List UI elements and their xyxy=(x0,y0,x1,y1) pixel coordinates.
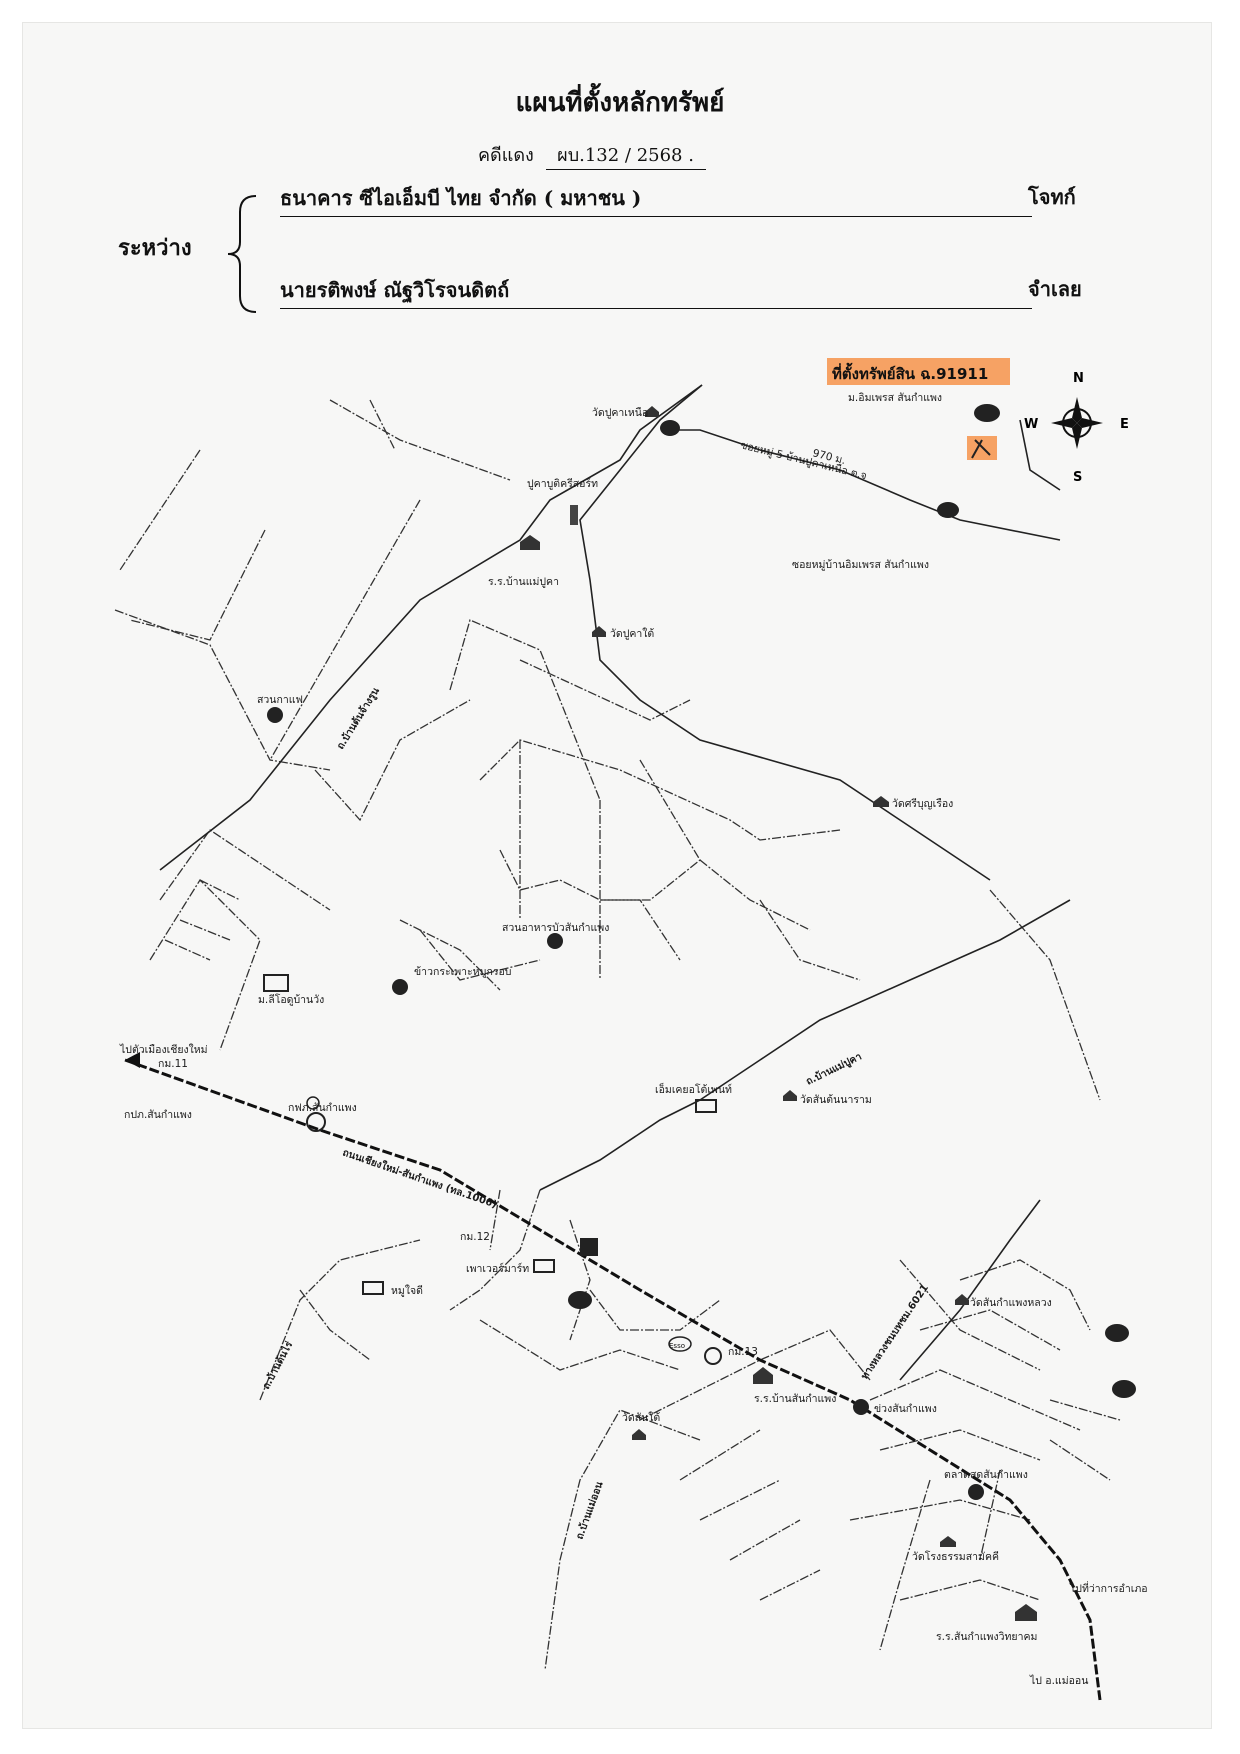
shop-icon xyxy=(695,1099,717,1113)
label-police: กปภ.สันกำแพง xyxy=(124,1109,192,1121)
shop-icon xyxy=(533,1259,555,1273)
marker-ellipse xyxy=(660,420,680,436)
restaurant-icon xyxy=(547,933,563,949)
school-icon xyxy=(520,535,540,550)
compass-needle xyxy=(1072,423,1082,449)
temple-icon xyxy=(955,1294,969,1305)
property-sublabel: ม.อิมเพรส สันกำแพง xyxy=(848,392,942,404)
temple-icon xyxy=(645,406,659,417)
case-number: ผบ.132 / 2568 . xyxy=(545,140,706,170)
building-icon xyxy=(570,505,578,525)
label-main-road: ถนนเชียงใหม่-สันกำแพง (ทล.1006) xyxy=(341,1146,499,1211)
esso-logo-icon xyxy=(668,1336,692,1352)
label-to-chiangmai: ไปตัวเมืองเชียงใหม่ xyxy=(119,1043,208,1056)
label-elec: กฟภ.สันกำแพง xyxy=(288,1102,357,1114)
label-wat-pukha-nuea: วัดปูคาเหนือ xyxy=(592,406,648,419)
compass: N S E W xyxy=(1024,371,1129,485)
defendant-name: นายรติพงษ์ ณัฐวิโรจนดิตถ์ xyxy=(280,274,1032,309)
secondary-roads xyxy=(159,384,1071,1381)
restaurant-icon xyxy=(392,979,408,995)
label-wat-san-kamphaeng-luang: วัดสันกำแพงหลวง xyxy=(970,1297,1052,1309)
market-icon xyxy=(968,1484,984,1500)
brace-icon xyxy=(227,195,257,313)
shop-icon xyxy=(362,1281,384,1295)
compass-s: S xyxy=(1073,470,1082,485)
label-four-way: ข่วงสันกำแพง xyxy=(874,1403,937,1415)
label-road-mae-pukha: ถ.บ้านแม่ปูคา xyxy=(804,1050,864,1088)
temple-icon xyxy=(632,1429,646,1440)
document-sheet xyxy=(22,22,1212,1729)
property-pin-icon xyxy=(971,439,991,459)
temple-icon xyxy=(783,1090,797,1101)
label-km11: กม.11 xyxy=(158,1058,188,1070)
label-mk-home: เอ็มเคยอโต้เพนท์ xyxy=(655,1082,732,1096)
label-power-mart: เพาเวอร์มาร์ท xyxy=(466,1262,529,1275)
defendant-role: จำเลย xyxy=(1028,277,1082,301)
label-road-left: ถ.บ้านต้นไร่ xyxy=(259,1338,295,1391)
label-soi-moo5: ซอยหมู่ 5 บ้านปูคาเหนือ ต.จ xyxy=(739,438,868,482)
intersection-icon xyxy=(853,1399,869,1415)
minor-roads xyxy=(114,399,1121,1671)
label-road-mae-on: ถ.บ้านแม่ออน xyxy=(574,1480,606,1541)
compass-e: E xyxy=(1120,417,1129,432)
label-market: ตลาดสดสันกำแพง xyxy=(944,1469,1028,1481)
label-moo-jai: หมูใจดี xyxy=(391,1284,423,1297)
label-hwy6021: ทางหลวงชนบทชม.6021 xyxy=(859,1283,931,1382)
case-label: คดีแดง xyxy=(478,145,534,166)
school-icon xyxy=(753,1367,773,1384)
plaintiff-role: โจทก์ xyxy=(1028,185,1076,209)
label-school-mae-pukha: ร.ร.บ้านแม่ปูคา xyxy=(488,576,559,588)
plaintiff-name: ธนาคาร ซีไอเอ็มบี ไทย จำกัด ( มหาชน ) xyxy=(280,182,1032,217)
compass-n: N xyxy=(1073,371,1084,386)
label-moo-ban: ม.ลีโอดูบ้านวัง xyxy=(258,993,324,1006)
temple-icon xyxy=(940,1536,956,1547)
label-coffee-garden: สวนกาแฟ xyxy=(257,694,303,706)
marker-ellipse xyxy=(937,502,959,518)
label-wat-san-ton: วัดสันต้นนาราม xyxy=(800,1094,872,1106)
label-pukha-resort: ปูคาบูติครีสอร์ท xyxy=(527,477,598,490)
label-to-mae-on: ไป อ.แม่ออน xyxy=(1029,1674,1088,1687)
school-icon xyxy=(1015,1604,1037,1621)
label-road-ban-ton: ถ.บ้านต้นจ้างรูน xyxy=(334,685,382,752)
map-markers xyxy=(263,404,1136,1621)
police-icon xyxy=(306,1096,320,1110)
compass-needle xyxy=(1077,418,1103,428)
label-wat-rong: วัดโรงธรรมสามัคคี xyxy=(912,1550,999,1563)
arrow-left-icon xyxy=(125,1052,140,1068)
compass-needle xyxy=(1072,397,1082,423)
village-icon xyxy=(263,974,289,992)
between-label: ระหว่าง xyxy=(118,235,192,261)
temple-icon xyxy=(873,796,889,807)
label-school-wittayakom: ร.ร.สันกำแพงวิทยาคม xyxy=(936,1631,1037,1643)
gas-station-icon xyxy=(704,1347,722,1365)
label-wat-sri-boonruang: วัดศรีบุญเรือง xyxy=(892,797,953,810)
marker-ellipse xyxy=(974,404,1000,422)
compass-needle xyxy=(1051,418,1077,428)
label-soi-impress: ซอยหมู่บ้านอิมเพรส สันกำแพง xyxy=(792,559,929,571)
property-highlight xyxy=(827,358,1010,385)
case-number-line: คดีแดง ผบ.132 / 2568 . xyxy=(478,140,706,170)
power-icon xyxy=(306,1112,326,1132)
temple-icon xyxy=(592,626,606,637)
main-road xyxy=(124,1058,1102,1701)
property-label: ที่ตั้งทรัพย์สิน ฉ.91911 xyxy=(832,362,988,383)
marker-ellipse xyxy=(1112,1380,1136,1398)
garden-icon xyxy=(267,707,283,723)
label-khao-krachiap: ข้าวกระเพาะหมูกรอบ xyxy=(414,966,511,978)
label-suan-arhan: สวนอาหารบัวสันกำแพง xyxy=(502,922,609,934)
label-wat-pukha-tai: วัดปูคาใต้ xyxy=(610,627,654,640)
label-km12: กม.12 xyxy=(460,1231,490,1243)
page-title: แผนที่ตั้งหลักทรัพย์ xyxy=(515,88,725,118)
label-to-district: ไปที่ว่าการอำเภอ xyxy=(1069,1581,1148,1595)
marker-ellipse xyxy=(568,1291,592,1309)
label-esso: Esso xyxy=(669,1342,685,1350)
building-icon xyxy=(580,1238,598,1256)
label-wat-san-tai: วัดสันใต้ xyxy=(622,1411,660,1424)
compass-w: W xyxy=(1024,417,1038,432)
label-km13: กม.13 xyxy=(728,1346,758,1358)
marker-ellipse xyxy=(1105,1324,1129,1342)
label-school-san: ร.ร.บ้านสันกำแพง xyxy=(754,1393,836,1405)
